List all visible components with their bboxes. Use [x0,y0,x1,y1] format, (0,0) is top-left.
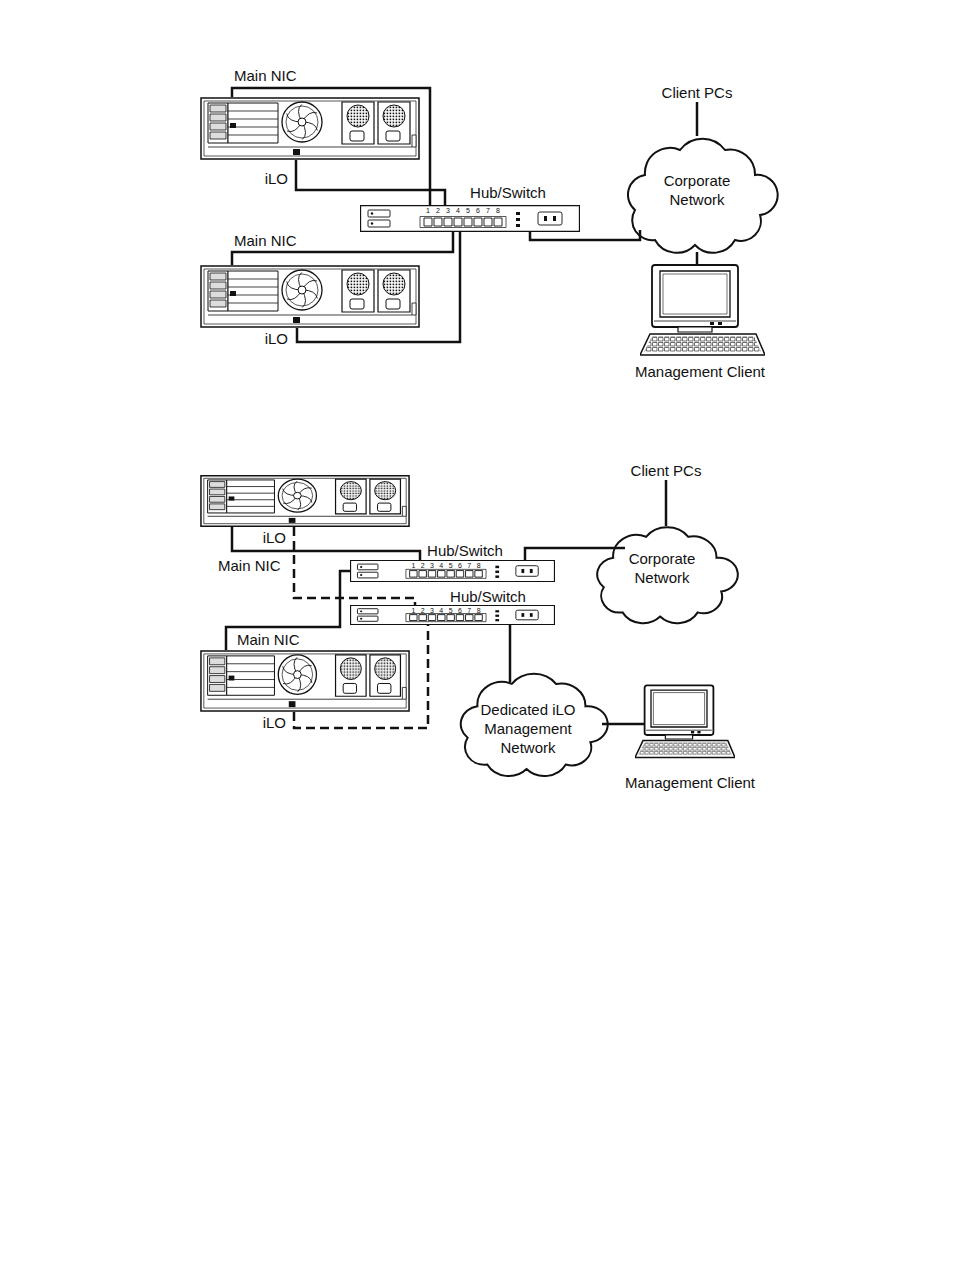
switch-chassis [350,605,554,624]
device-label: Management Client [625,774,755,791]
port-number: 5 [449,562,453,569]
network-cable [232,88,430,205]
network-cloud: Dedicated iLO Management Network [448,666,610,778]
network-cable [226,571,350,650]
network-cable [696,252,699,265]
port-number: 3 [430,607,434,614]
port-number: 1 [411,562,415,569]
client-line [696,102,699,136]
server-node: Main NICiLO [200,265,420,328]
caption-label: Client PCs [662,84,733,101]
port-number: 3 [430,562,434,569]
network-label: Dedicated iLO Management Network [463,700,593,757]
server-node: Main NICiLO [200,650,410,712]
device-label: Hub/Switch [427,542,503,559]
server-node: Main NICiLO [200,97,420,160]
workstation-icon [635,685,735,757]
network-cloud [628,139,778,253]
port-number: 7 [467,607,471,614]
network-cloud [461,674,608,776]
server-chassis [201,98,419,159]
server-chassis [201,651,409,711]
management-workstation: Management Client [635,683,735,759]
port-label: iLO [265,170,288,187]
port-number: 2 [421,607,425,614]
server-chassis [201,266,419,327]
network-cable [232,232,453,265]
network-label: Corporate Network [647,171,747,209]
ilo-cable [294,625,428,728]
port-number: 4 [439,562,443,569]
port-number: 6 [458,607,462,614]
port-number: 7 [486,207,490,214]
network-cable [232,527,420,560]
port-number: 4 [439,607,443,614]
port-label: Main NIC [237,631,300,648]
port-label: iLO [263,529,286,546]
network-cable [602,723,645,726]
port-number: 2 [436,207,440,214]
port-number: 1 [426,207,430,214]
port-number: 4 [456,207,460,214]
port-number: 8 [477,562,481,569]
port-label: iLO [263,714,286,731]
server-chassis [201,476,409,526]
device-label: Management Client [635,363,765,380]
network-cloud: Corporate Network [585,520,740,625]
port-label: iLO [265,330,288,347]
port-number: 5 [449,607,453,614]
port-label: Main NIC [218,557,281,574]
network-cable [509,625,512,682]
switch-chassis [350,560,554,581]
device-label: Hub/Switch [470,184,546,201]
network-label: Corporate Network [612,549,712,587]
network-cloud: Corporate Network [615,130,780,255]
port-label: Main NIC [234,67,297,84]
workstation-icon [640,265,765,355]
management-workstation: Management Client [640,262,765,357]
port-number: 7 [467,562,471,569]
port-number: 6 [476,207,480,214]
port-label: Main NIC [234,232,297,249]
client-line [665,480,668,526]
server-node: iLOMain NIC [200,475,410,527]
port-number: 3 [446,207,450,214]
port-number: 8 [477,607,481,614]
network-cloud [597,527,738,623]
network-cable [525,548,625,560]
network-cable [297,232,460,342]
switch-node: Hub/Switch [360,205,580,232]
port-number: 6 [458,562,462,569]
port-number: 1 [411,607,415,614]
ilo-cable [294,527,415,605]
port-number: 5 [466,207,470,214]
network-cable [296,160,445,205]
device-label: Hub/Switch [450,588,526,605]
switch-chassis [361,206,580,232]
port-number: 8 [496,207,500,214]
network-cable [530,230,640,240]
port-number: 2 [421,562,425,569]
caption-label: Client PCs [631,462,702,479]
